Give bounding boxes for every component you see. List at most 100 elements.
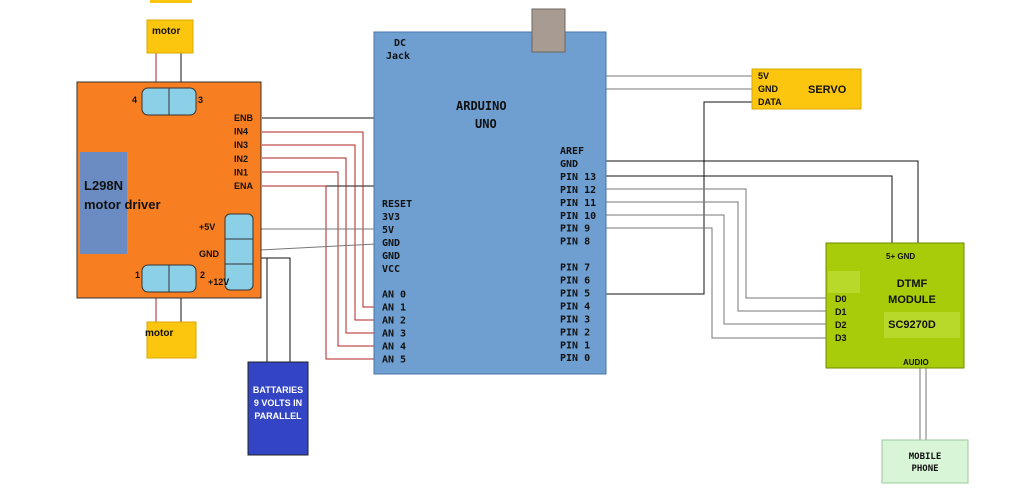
driver-12v-label: +12V	[208, 277, 229, 287]
arduino-right-pin-pin12: PIN 12	[560, 185, 596, 196]
servo-pin-data: DATA	[758, 97, 782, 107]
driver-5v-label: +5V	[199, 222, 215, 232]
phone-line-2: PHONE	[911, 464, 938, 474]
terminal-power	[224, 213, 254, 291]
dtmf-title-1: DTMF	[897, 278, 928, 290]
driver-pin-ena: ENA	[234, 181, 254, 191]
motor-bottom-label: motor	[145, 328, 173, 339]
battery-box	[247, 361, 309, 456]
terminal-2-label: 2	[200, 270, 205, 280]
battery: BATTARIES 9 VOLTS IN PARALLEL	[247, 361, 309, 456]
dtmf-audio-label: AUDIO	[903, 358, 929, 367]
wire-dtmf-gnd	[606, 160, 919, 243]
arduino-left-pin-an0: AN 0	[382, 290, 406, 301]
dtmf-board	[825, 242, 965, 369]
arduino-right-pin-pin9: PIN 9	[560, 224, 590, 235]
arduino-right-pin-pin7: PIN 7	[560, 263, 590, 274]
servo-pin-labels: 5V GND DATA	[758, 71, 782, 107]
dtmf-pin-d0: D0	[835, 294, 847, 304]
phone-line-1: MOBILE	[909, 452, 942, 462]
arduino-right-pin-pin11: PIN 11	[560, 198, 596, 209]
battery-wire-2	[260, 257, 291, 362]
motor-bottom: motor	[145, 321, 197, 359]
servo-pin-5v: 5V	[758, 71, 769, 81]
driver-pin-enb: ENB	[234, 113, 254, 123]
servo-pin-gnd: GND	[758, 84, 779, 94]
arduino-right-pin-pin2: PIN 2	[560, 327, 590, 338]
arduino-left-pin-gnd: GND	[382, 238, 400, 249]
arduino-title-2: UNO	[475, 117, 497, 131]
terminal-4-label: 4	[132, 95, 137, 105]
arduino-left-pin-an5: AN 5	[382, 354, 406, 365]
servo-title: SERVO	[808, 84, 847, 96]
dtmf-chip-main	[884, 312, 960, 338]
arduino-left-pin-an4: AN 4	[382, 341, 406, 352]
driver-heatsink	[80, 152, 127, 254]
arduino-left-pin-gnd: GND	[382, 251, 400, 262]
arduino-left-pin-an2: AN 2	[382, 316, 406, 327]
dtmf-pin-d3: D3	[835, 333, 847, 343]
dtmf-power-pins: 5+ GND	[886, 252, 915, 261]
arduino-left-pin-reset: RESET	[382, 199, 412, 210]
phone-box	[881, 439, 969, 484]
wire-pin10-d2	[606, 214, 826, 325]
dtmf-pin-d2: D2	[835, 320, 847, 330]
wire-gnd	[259, 243, 377, 251]
driver-gnd-label: GND	[199, 249, 220, 259]
arduino-uno: DC Jack ARDUINO UNO RESET3V35VGNDGNDVCCA…	[373, 8, 607, 375]
terminal-3-label: 3	[198, 95, 203, 105]
wire-pin9-d3	[606, 227, 826, 339]
wire-ena-an5	[262, 185, 376, 360]
arduino-right-pin-pin6: PIN 6	[560, 276, 590, 287]
usb-port	[531, 8, 566, 53]
arduino-title-1: ARDUINO	[456, 99, 507, 113]
wire-dtmf-5v	[606, 175, 893, 243]
motor-top: motor	[146, 0, 194, 54]
driver-title-1: L298N	[84, 178, 123, 193]
arduino-left-pin-an3: AN 3	[382, 329, 406, 340]
wire-in3-an2	[262, 144, 376, 321]
arduino-right-pin-pin5: PIN 5	[560, 288, 590, 299]
terminal-1-label: 1	[135, 270, 140, 280]
driver-pin-in1: IN1	[234, 167, 248, 177]
dtmf-title-2: MODULE	[888, 294, 936, 306]
arduino-left-pin-3v3: 3V3	[382, 212, 400, 223]
wire-pin11-d1	[606, 201, 826, 312]
driver-title-2: motor driver	[84, 197, 161, 212]
dc-jack-label-2: Jack	[386, 51, 410, 62]
dtmf-pin-d1: D1	[835, 307, 847, 317]
dtmf-module: 5+ GND DTMF MODULE SC9270D AUDIO D0D1D2D…	[825, 242, 965, 369]
driver-pin-in2: IN2	[234, 154, 248, 164]
battery-line-2: 9 VOLTS IN	[254, 398, 302, 408]
arduino-right-pin-pin10: PIN 10	[560, 211, 596, 222]
driver-pin-in4: IN4	[234, 127, 248, 137]
motor-bottom-box	[146, 321, 197, 359]
wire-pin12-d0	[606, 188, 826, 299]
servo-box	[751, 68, 862, 110]
battery-line-3: PARALLEL	[254, 411, 302, 421]
wire-in2-an3	[262, 157, 376, 334]
dtmf-chip-small	[828, 271, 860, 293]
servo: SERVO 5V GND DATA	[751, 68, 862, 110]
motor-top-box	[146, 19, 194, 54]
arduino-right-pin-pin4: PIN 4	[560, 301, 590, 312]
arduino-right-pin-pin1: PIN 1	[560, 340, 590, 351]
arduino-right-pin-gnd: GND	[560, 159, 578, 170]
wire-servo-data	[606, 101, 752, 295]
wire-in1-an4	[262, 171, 376, 347]
wire-in4-an1	[262, 131, 376, 308]
arduino-left-pin-vcc: VCC	[382, 264, 400, 275]
arduino-right-pin-pin0: PIN 0	[560, 353, 590, 364]
driver-pin-in3: IN3	[234, 140, 248, 150]
l298n-driver: L298N motor driver 4 3 1 2 +5V GND +12V …	[76, 81, 262, 299]
motor-top-label: motor	[152, 26, 180, 37]
motor-top-edge	[150, 0, 192, 3]
dc-jack-label-1: DC	[394, 38, 406, 49]
arduino-board	[373, 31, 607, 375]
dtmf-title-3: SC9270D	[888, 319, 936, 331]
